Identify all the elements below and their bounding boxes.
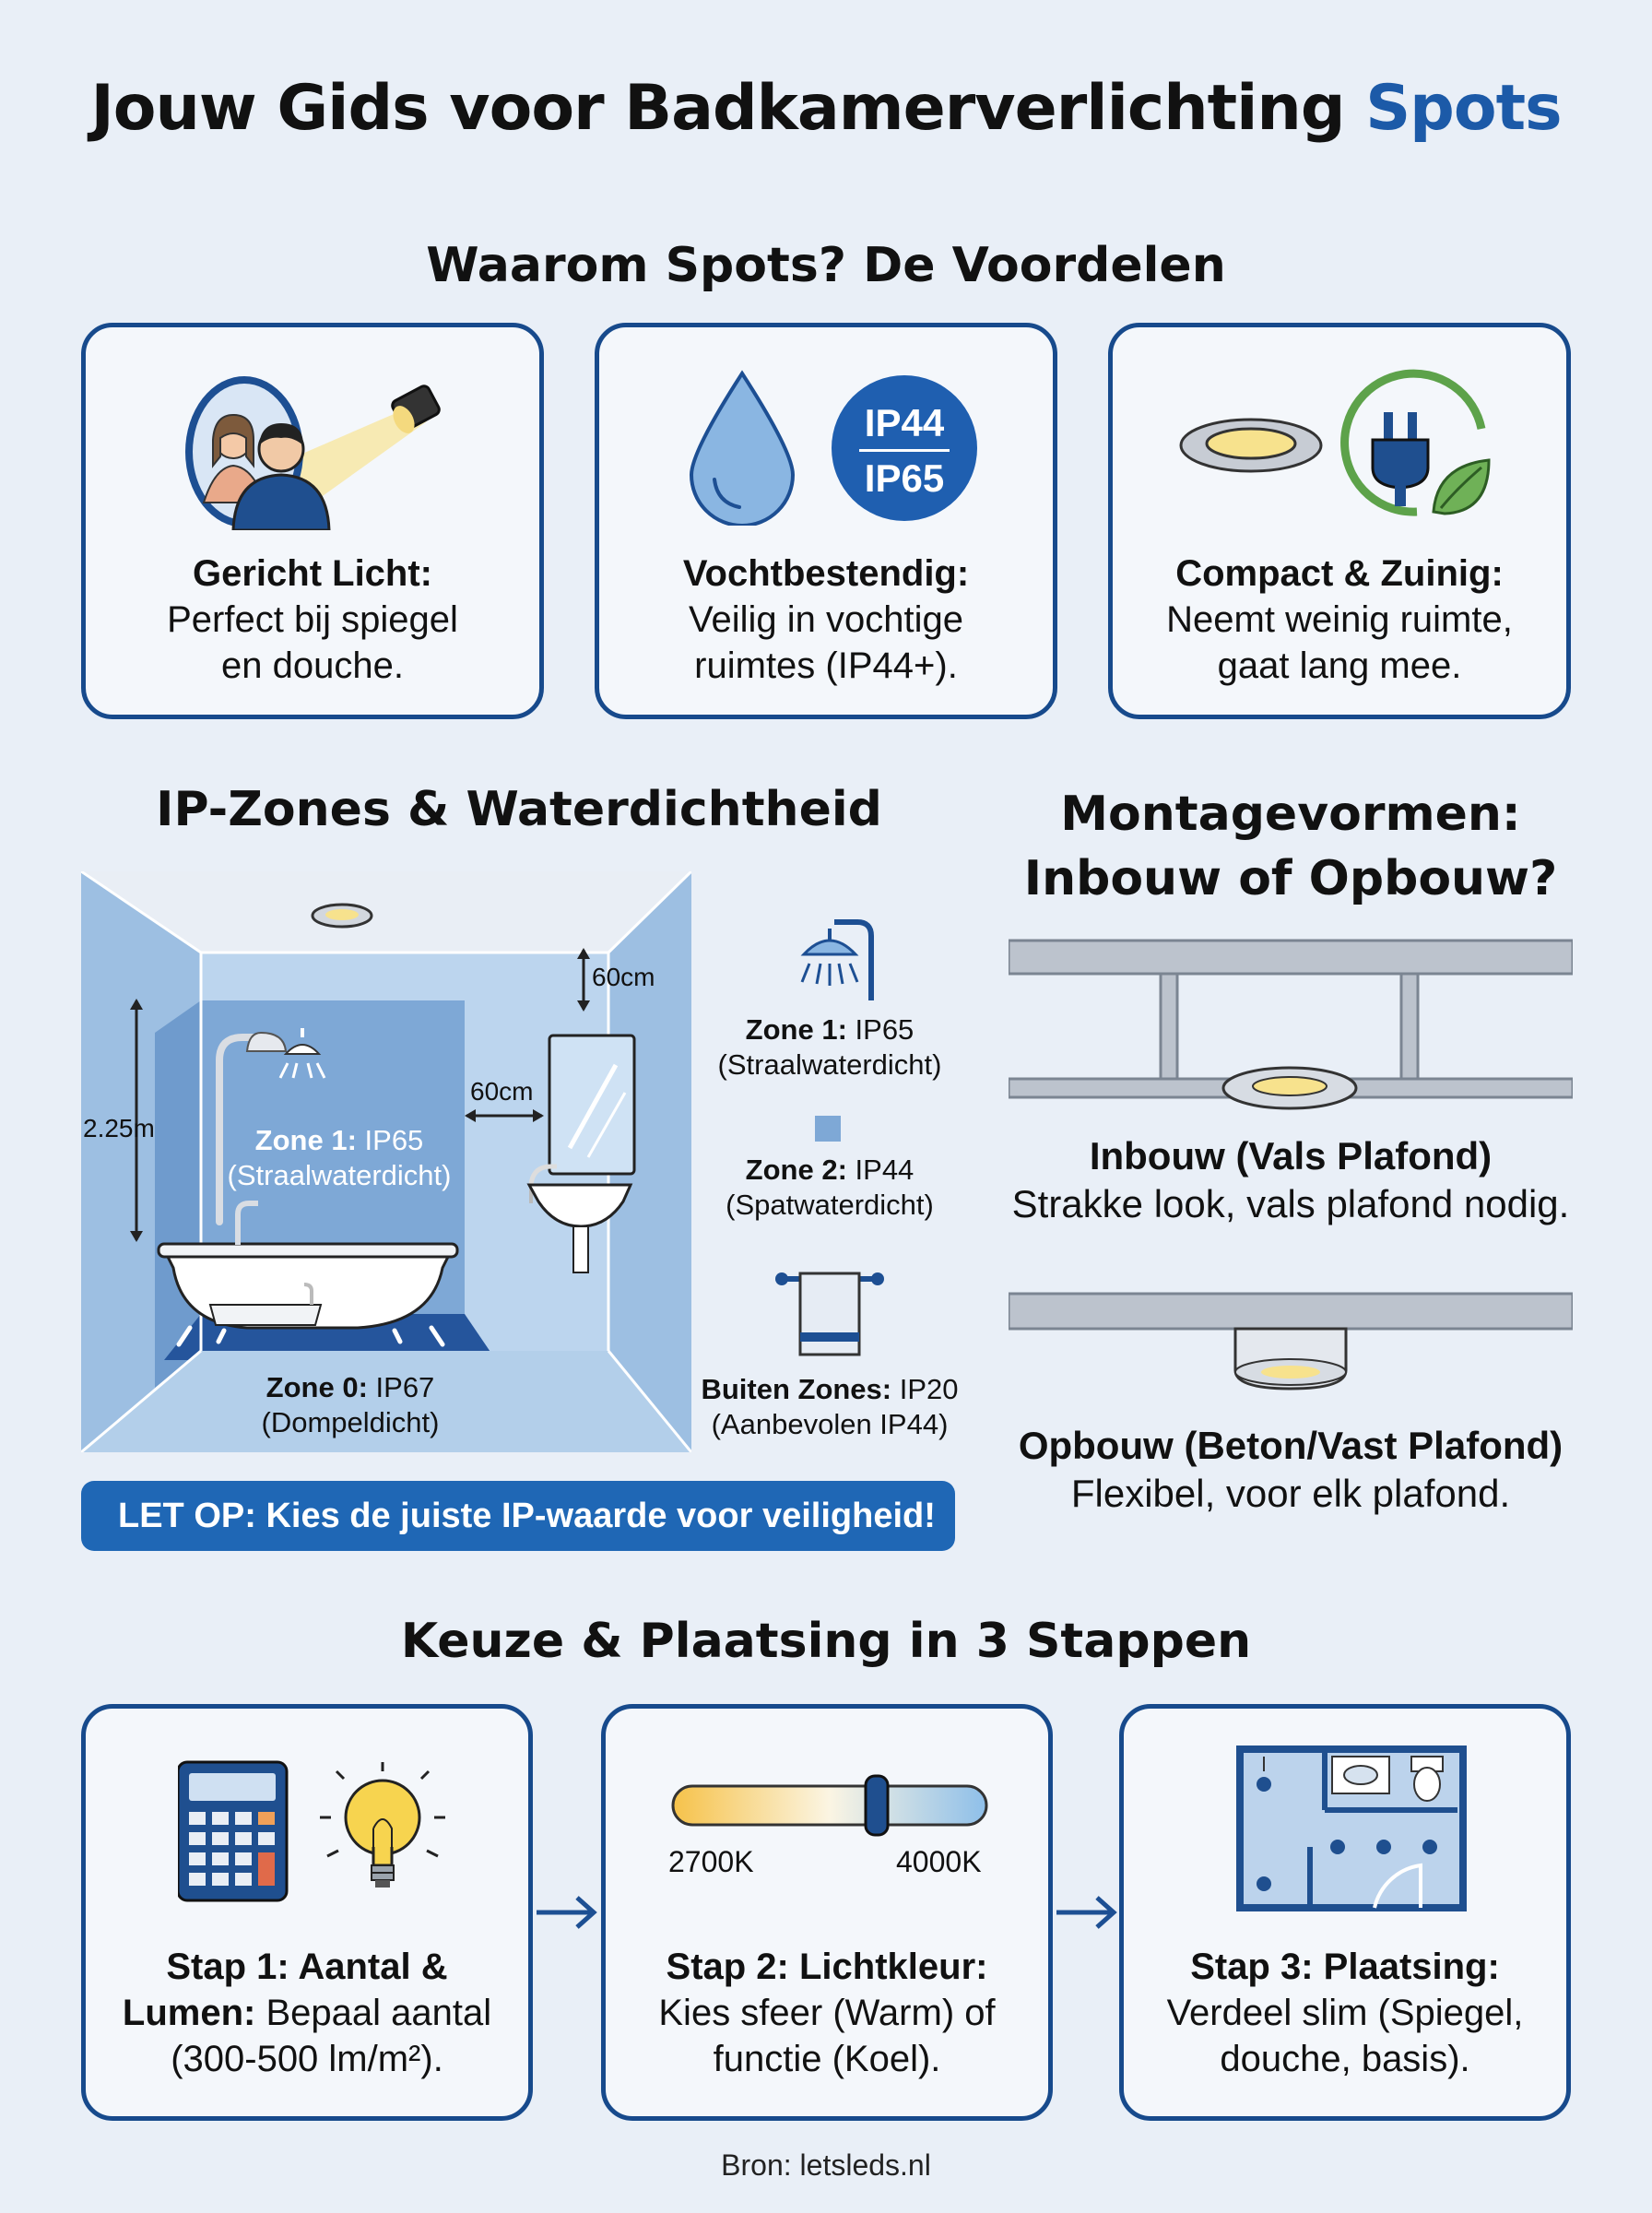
color-temperature-slider-icon bbox=[671, 1774, 988, 1837]
recessed-mount-diagram bbox=[1009, 939, 1573, 1110]
step-card-2: 2700K 4000K Stap 2: Lichtkleur: Kies sfe… bbox=[601, 1704, 1053, 2121]
steps-heading: Keuze & Plaatsing in 3 Stappen bbox=[400, 1614, 1252, 1669]
step3-text2: douche, basis). bbox=[1220, 2039, 1470, 2079]
source-credit: Bron: letsleds.nl bbox=[721, 2148, 931, 2182]
opbouw-description: Opbouw (Beton/Vast Plafond) Flexibel, vo… bbox=[1009, 1422, 1573, 1518]
legend-zone2-sub: (Spatwaterdicht) bbox=[726, 1189, 934, 1221]
bathroom-ip-zones-diagram bbox=[81, 871, 691, 1452]
legend-outside-value: IP20 bbox=[899, 1373, 959, 1405]
step3-title: Stap 3: Plaatsing: bbox=[1190, 1947, 1500, 1987]
step2-title: Stap 2: Lichtkleur: bbox=[666, 1947, 988, 1987]
step3-text1: Verdeel slim (Spiegel, bbox=[1166, 1993, 1524, 2033]
dimension-height: 2.25m bbox=[83, 1114, 155, 1142]
legend-outside-title: Buiten Zones: bbox=[701, 1373, 892, 1405]
inbouw-title: Inbouw (Vals Plafond) bbox=[1089, 1134, 1493, 1178]
step1-text1: Bepaal aantal bbox=[255, 1993, 492, 2033]
ip-rating-badge: IP44 IP65 bbox=[832, 375, 977, 521]
step2-text2: functie (Koel). bbox=[713, 2039, 941, 2079]
mounting-heading: Montagevormen: Inbouw of Opbouw? bbox=[996, 782, 1586, 911]
legend-zone1-sub: (Straalwaterdicht) bbox=[717, 1048, 942, 1081]
opbouw-text: Flexibel, voor elk plafond. bbox=[1070, 1472, 1511, 1515]
ipzones-heading: IP-Zones & Waterdichtheid bbox=[156, 782, 882, 837]
benefit-line: Neemt weinig ruimte, bbox=[1166, 599, 1513, 640]
benefit-card-directed-light: Gericht Licht: Perfect bij spiegel en do… bbox=[81, 323, 544, 719]
towel-rack-icon bbox=[775, 1272, 884, 1356]
zone1-label: Zone 1: IP65 (Straalwaterdicht) bbox=[210, 1123, 468, 1193]
mirror-spotlight-icon bbox=[185, 376, 441, 530]
benefit-line: Veilig in vochtige bbox=[689, 599, 963, 640]
zone0-label-sub: (Dompeldicht) bbox=[261, 1406, 440, 1438]
dimension-ceiling: 60cm bbox=[592, 963, 655, 991]
warm-label: 2700K bbox=[668, 1845, 754, 1878]
ip-badge-bottom: IP65 bbox=[864, 456, 945, 500]
legend-zone1-value: IP65 bbox=[855, 1013, 914, 1046]
opbouw-title: Opbouw (Beton/Vast Plafond) bbox=[1018, 1424, 1564, 1467]
eco-plug-icon bbox=[1179, 369, 1491, 516]
surface-mount-diagram bbox=[1009, 1292, 1573, 1391]
inbouw-description: Inbouw (Vals Plafond) Strakke look, vals… bbox=[1009, 1132, 1573, 1228]
legend-zone1: Zone 1: IP65 (Straalwaterdicht) bbox=[701, 1012, 959, 1083]
zone0-label: Zone 0: IP67 (Dompeldicht) bbox=[221, 1370, 479, 1440]
step2-text1: Kies sfeer (Warm) of bbox=[658, 1993, 996, 2033]
inbouw-text: Strakke look, vals plafond nodig. bbox=[1011, 1182, 1570, 1225]
zone1-label-value: IP65 bbox=[364, 1124, 424, 1156]
page-title: Jouw Gids voor Badkamerverlichting Spots bbox=[0, 72, 1652, 145]
arrow-right-icon bbox=[1056, 1896, 1117, 1929]
benefit-card-compact-efficient: Compact & Zuinig: Neemt weinig ruimte, g… bbox=[1108, 323, 1571, 719]
zone1-label-title: Zone 1: bbox=[254, 1124, 357, 1156]
ip-badge-top: IP44 bbox=[864, 401, 945, 444]
legend-zone2: Zone 2: IP44 (Spatwaterdicht) bbox=[701, 1153, 959, 1223]
legend-zone1-title: Zone 1: bbox=[745, 1013, 847, 1046]
benefit-title: Gericht Licht: bbox=[192, 553, 433, 594]
calculator-bulb-icon bbox=[178, 1760, 445, 1902]
benefit-line: Perfect bij spiegel bbox=[167, 599, 458, 640]
legend-zone2-title: Zone 2: bbox=[745, 1154, 847, 1186]
step1-title2: Lumen: bbox=[122, 1993, 256, 2033]
zone0-label-value: IP67 bbox=[375, 1371, 435, 1403]
floor-plan-icon bbox=[1236, 1746, 1467, 1911]
step1-text2: (300-500 lm/m²). bbox=[171, 2039, 443, 2079]
benefit-line: ruimtes (IP44+). bbox=[694, 645, 958, 686]
step-card-1: Stap 1: Aantal & Lumen: Bepaal aantal (3… bbox=[81, 1704, 533, 2121]
step1-title: Stap 1: Aantal & bbox=[166, 1947, 448, 1987]
page-title-main: Jouw Gids voor Badkamerverlichting bbox=[90, 72, 1345, 145]
badge-divider bbox=[859, 449, 950, 452]
mounting-heading-line1: Montagevormen: bbox=[1060, 787, 1521, 842]
arrow-right-icon bbox=[537, 1896, 597, 1929]
benefits-heading: Waarom Spots? De Voordelen bbox=[426, 238, 1226, 293]
water-drop-icon bbox=[689, 370, 796, 526]
legend-zone2-value: IP44 bbox=[855, 1154, 914, 1186]
shower-head-icon bbox=[800, 919, 874, 1000]
page-title-accent: Spots bbox=[1365, 72, 1562, 145]
warning-banner: LET OP: Kies de juiste IP-waarde voor ve… bbox=[81, 1481, 955, 1551]
zone0-label-title: Zone 0: bbox=[266, 1371, 368, 1403]
cool-label: 4000K bbox=[896, 1845, 982, 1878]
step-card-3: Stap 3: Plaatsing: Verdeel slim (Spiegel… bbox=[1119, 1704, 1571, 2121]
benefit-line: en douche. bbox=[221, 645, 404, 686]
zone1-label-sub: (Straalwaterdicht) bbox=[227, 1159, 452, 1191]
legend-outside-zones: Buiten Zones: IP20 (Aanbevolen IP44) bbox=[687, 1372, 973, 1442]
benefit-title: Compact & Zuinig: bbox=[1175, 553, 1504, 594]
mounting-heading-line2: Inbouw of Opbouw? bbox=[1023, 851, 1558, 906]
legend-outside-sub: (Aanbevolen IP44) bbox=[711, 1408, 949, 1440]
benefit-line: gaat lang mee. bbox=[1217, 645, 1462, 686]
benefit-card-moisture-resistant: IP44 IP65 Vochtbestendig: Veilig in voch… bbox=[595, 323, 1057, 719]
benefit-title: Vochtbestendig: bbox=[682, 553, 970, 594]
dimension-side: 60cm bbox=[470, 1077, 534, 1106]
zone2-square-icon bbox=[815, 1116, 841, 1142]
